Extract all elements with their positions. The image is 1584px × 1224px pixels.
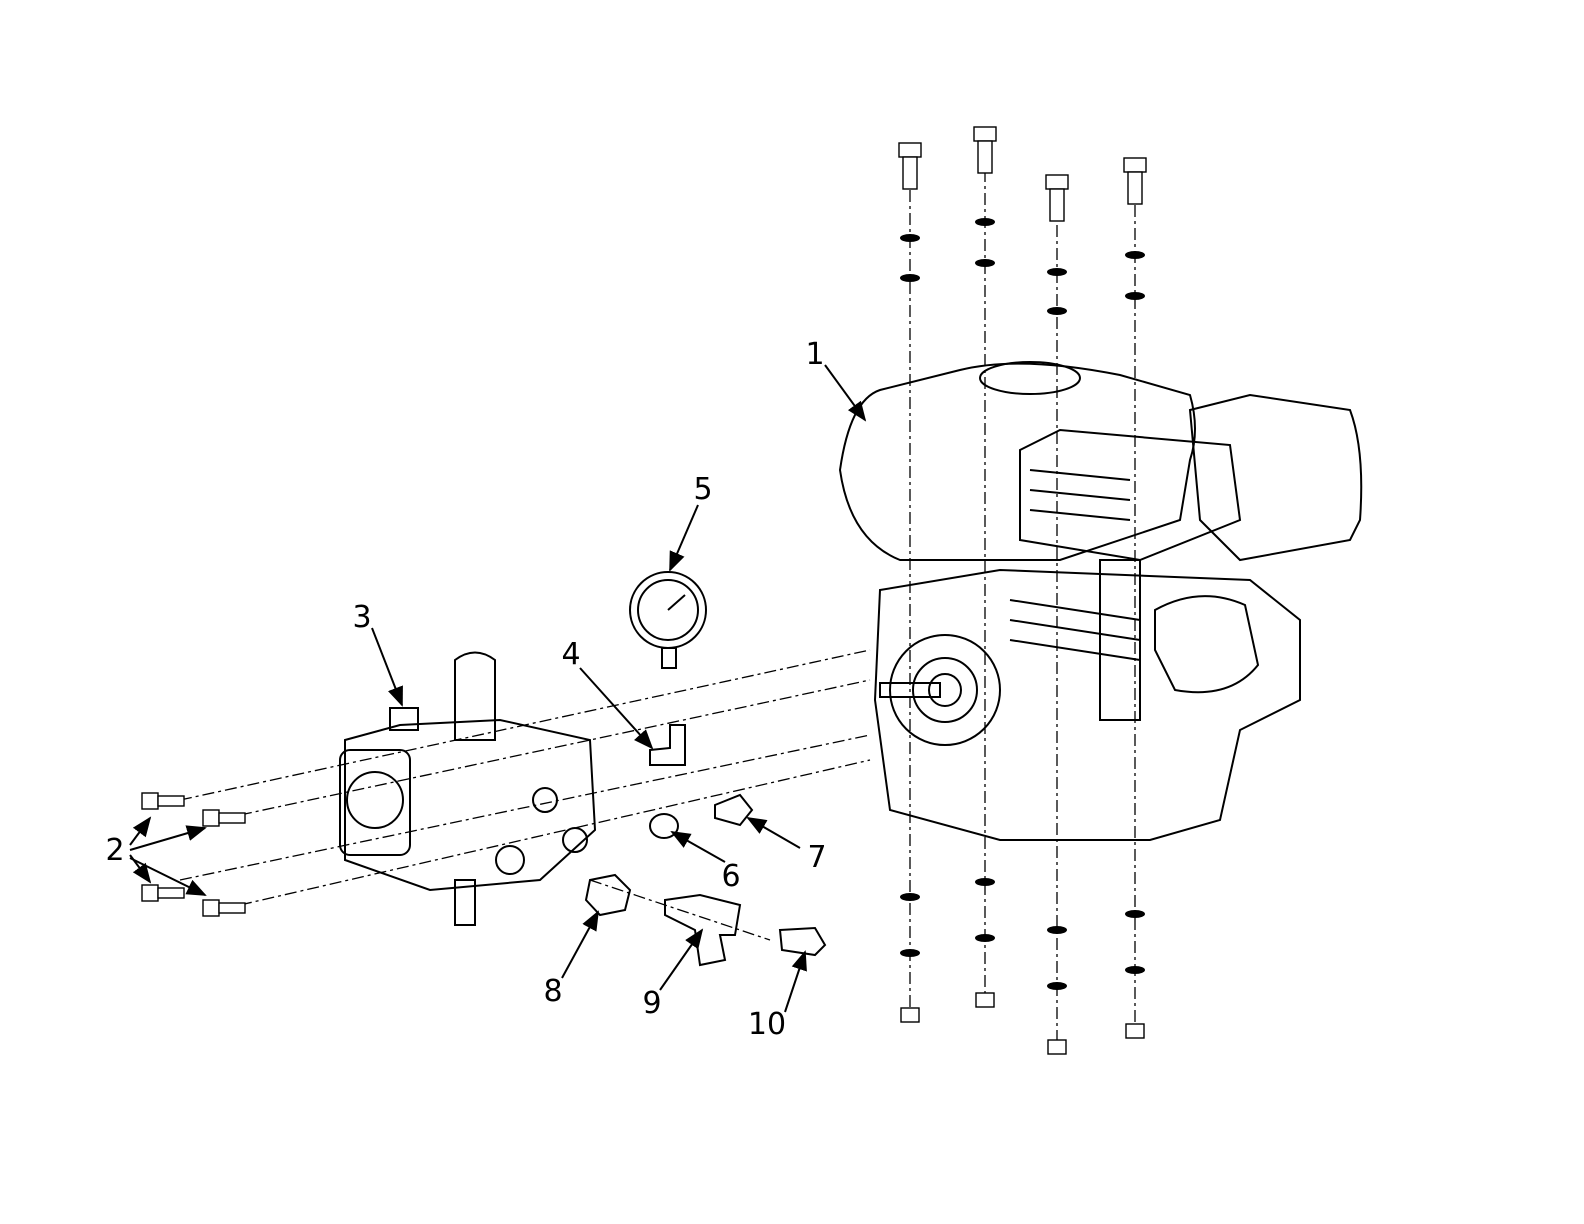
bolt — [898, 142, 922, 190]
pump-mount-axis-lines — [179, 649, 871, 941]
engine-mount-bolts — [898, 126, 1147, 222]
callout-10: 10 — [747, 1007, 787, 1042]
nuts — [900, 992, 1145, 1055]
bolt — [973, 126, 997, 174]
bolt — [1123, 157, 1147, 205]
pressure-washer-pump — [339, 651, 597, 926]
quick-connect-fitting — [714, 793, 754, 827]
callout-4: 4 — [561, 637, 581, 672]
pump-bolts — [141, 792, 246, 917]
callout-7: 7 — [807, 840, 827, 875]
pressure-gauge — [629, 571, 707, 669]
callout-1: 1 — [805, 337, 825, 372]
callout-6: 6 — [721, 859, 741, 894]
engine — [838, 361, 1363, 841]
callout-leaders — [129, 364, 867, 1013]
callout-5: 5 — [693, 472, 713, 507]
hex-adapter — [584, 873, 632, 917]
callout-9: 9 — [642, 986, 662, 1021]
washers-and-nuts — [900, 218, 1145, 990]
elbow-fitting — [649, 724, 686, 766]
callout-8: 8 — [543, 974, 563, 1009]
inlet-fitting — [778, 926, 827, 957]
callout-2: 2 — [105, 833, 125, 868]
nut-fitting — [649, 813, 679, 839]
callout-3: 3 — [352, 600, 372, 635]
engine-mount-axis-lines — [909, 170, 1136, 1045]
bolt — [1045, 174, 1069, 222]
inlet-filter — [664, 893, 742, 967]
